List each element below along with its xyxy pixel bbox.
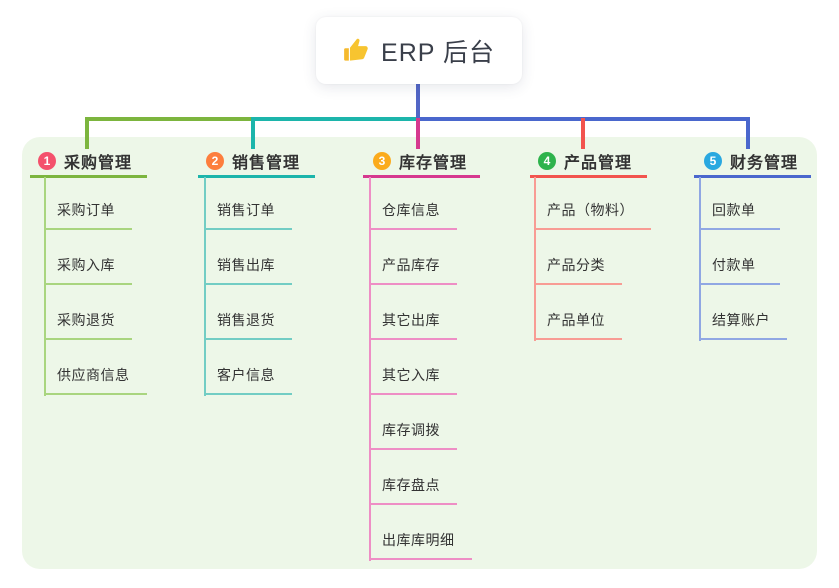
child-node[interactable]: 付款单 <box>699 255 780 285</box>
child-node[interactable]: 结算账户 <box>699 310 787 340</box>
branch-connector-segment <box>251 117 418 121</box>
branch-node-2[interactable]: 2 销售管理 <box>206 150 300 172</box>
branch-label: 销售管理 <box>232 155 301 172</box>
child-node[interactable]: 产品分类 <box>534 255 622 285</box>
branch-node-1[interactable]: 1 采购管理 <box>38 150 132 172</box>
child-node[interactable]: 销售退货 <box>204 310 292 340</box>
child-node[interactable]: 采购订单 <box>44 200 132 230</box>
child-node[interactable]: 库存盘点 <box>369 475 457 505</box>
branch-index-badge: 1 <box>38 152 56 170</box>
branch-underline <box>30 175 147 178</box>
branch-underline <box>530 175 647 178</box>
branch-underline <box>694 175 811 178</box>
child-node[interactable]: 销售订单 <box>204 200 292 230</box>
child-node[interactable]: 出库库明细 <box>369 530 472 560</box>
branch-node-3[interactable]: 3 库存管理 <box>373 150 467 172</box>
branch-underline <box>198 175 315 178</box>
branch-drop-connector <box>581 118 585 149</box>
trunk-connector <box>416 84 420 121</box>
branch-index-badge: 4 <box>538 152 556 170</box>
branches-panel <box>22 137 817 569</box>
child-node[interactable]: 其它出库 <box>369 310 457 340</box>
branch-label: 产品管理 <box>564 155 633 172</box>
child-node[interactable]: 采购退货 <box>44 310 132 340</box>
branch-index-badge: 5 <box>704 152 722 170</box>
branch-drop-connector <box>416 118 420 149</box>
branch-child-connector <box>699 177 701 341</box>
branch-child-connector <box>534 177 536 341</box>
branch-label: 财务管理 <box>730 155 799 172</box>
branch-index-badge: 2 <box>206 152 224 170</box>
child-node[interactable]: 采购入库 <box>44 255 132 285</box>
branch-child-connector <box>204 177 206 396</box>
thumbs-up-icon <box>343 37 370 64</box>
root-node[interactable]: ERP 后台 <box>316 17 522 84</box>
child-node[interactable]: 客户信息 <box>204 365 292 395</box>
branch-node-5[interactable]: 5 财务管理 <box>704 150 798 172</box>
child-node[interactable]: 产品（物料） <box>534 200 651 230</box>
branch-child-connector <box>44 177 46 396</box>
branch-drop-connector <box>746 118 750 149</box>
branch-node-4[interactable]: 4 产品管理 <box>538 150 632 172</box>
branch-drop-connector <box>251 118 255 149</box>
child-node[interactable]: 回款单 <box>699 200 780 230</box>
branch-child-connector <box>369 177 371 561</box>
branch-label: 库存管理 <box>399 155 468 172</box>
child-node[interactable]: 产品单位 <box>534 310 622 340</box>
child-node[interactable]: 销售出库 <box>204 255 292 285</box>
child-node[interactable]: 产品库存 <box>369 255 457 285</box>
branch-underline <box>363 175 480 178</box>
branch-connector-segment <box>85 117 252 121</box>
root-title: ERP 后台 <box>381 38 495 67</box>
branch-index-badge: 3 <box>373 152 391 170</box>
branch-label: 采购管理 <box>64 155 133 172</box>
child-node[interactable]: 库存调拨 <box>369 420 457 450</box>
child-node[interactable]: 仓库信息 <box>369 200 457 230</box>
child-node[interactable]: 其它入库 <box>369 365 457 395</box>
branch-drop-connector <box>85 118 89 149</box>
child-node[interactable]: 供应商信息 <box>44 365 147 395</box>
